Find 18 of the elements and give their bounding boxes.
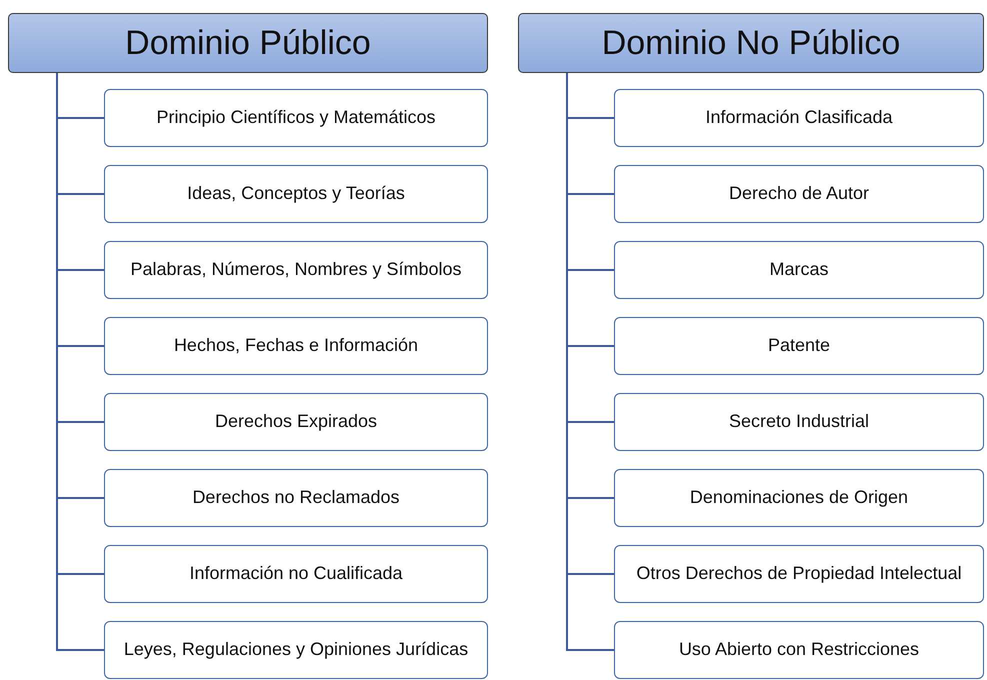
category-box: Leyes, Regulaciones y Opiniones Jurídicas	[104, 621, 488, 679]
category-box: Otros Derechos de Propiedad Intelectual	[614, 545, 984, 603]
category-box: Marcas	[614, 241, 984, 299]
category-box: Patente	[614, 317, 984, 375]
category-box: Ideas, Conceptos y Teorías	[104, 165, 488, 223]
header-box: Dominio Público	[8, 13, 488, 73]
category-box: Uso Abierto con Restricciones	[614, 621, 984, 679]
category-box: Derechos no Reclamados	[104, 469, 488, 527]
category-box: Hechos, Fechas e Información	[104, 317, 488, 375]
category-box: Denominaciones de Origen	[614, 469, 984, 527]
category-box: Principio Científicos y Matemáticos	[104, 89, 488, 147]
category-box: Derechos Expirados	[104, 393, 488, 451]
category-box: Derecho de Autor	[614, 165, 984, 223]
category-box: Información Clasificada	[614, 89, 984, 147]
header-box: Dominio No Público	[518, 13, 984, 73]
category-box: Secreto Industrial	[614, 393, 984, 451]
category-box: Palabras, Números, Nombres y Símbolos	[104, 241, 488, 299]
category-box: Información no Cualificada	[104, 545, 488, 603]
